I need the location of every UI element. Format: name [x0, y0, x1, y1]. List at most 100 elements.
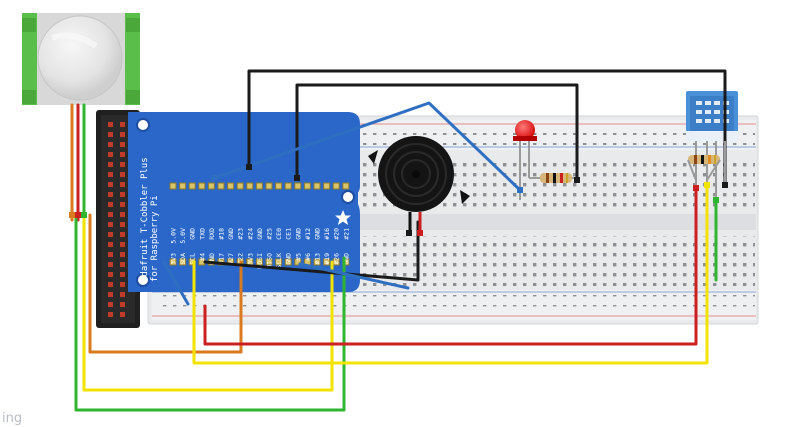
connector-pin [108, 292, 113, 297]
wire-tips [69, 164, 728, 236]
cobbler-pin-top [169, 182, 177, 190]
connector-pin [120, 162, 125, 167]
cobbler-pin-top [303, 182, 311, 190]
pin-label: RXD [208, 228, 216, 240]
connector-pin [108, 252, 113, 257]
cobbler-pin-bottom [179, 258, 187, 266]
dht-sensor [686, 91, 738, 141]
cobbler-pin-bottom [169, 258, 177, 266]
wire-yellow-dht [192, 183, 709, 365]
pin-label: GND [314, 228, 322, 240]
cobbler-pin-top [323, 182, 331, 190]
pin-label: #19 [323, 253, 331, 265]
cobbler-pin-top [246, 182, 254, 190]
pin-label: #6 [304, 253, 312, 261]
pin-label: #4 [198, 253, 206, 261]
cobbler-pin-bottom [265, 258, 273, 266]
connector-pin [108, 122, 113, 127]
connector-pin [120, 152, 125, 157]
cobbler-pin-bottom [275, 258, 283, 266]
cobbler-pin-top [332, 182, 340, 190]
connector-pin [120, 132, 125, 137]
connector-pin [120, 172, 125, 177]
connector-pin [108, 232, 113, 237]
wire-black-dht [247, 69, 727, 187]
cobbler-pin-top [198, 182, 206, 190]
cobbler-pin-top [207, 182, 215, 190]
pin-label: #21 [342, 228, 350, 240]
connector-pin [120, 202, 125, 207]
cobbler-pin-top [179, 182, 187, 190]
wire-red-dht [203, 186, 698, 346]
buzzer [368, 136, 470, 232]
pin-label: #26 [333, 253, 341, 265]
pin-label: 5.0V [179, 228, 187, 244]
pin-label: SCLK [275, 253, 283, 269]
pin-label: GND [285, 253, 293, 265]
cobbler-pin-top [255, 182, 263, 190]
connector-pin [120, 302, 125, 307]
pir-sensor [22, 13, 140, 105]
adafruit-star-icon [335, 210, 351, 225]
connector-pin [108, 302, 113, 307]
wire-blue-buzzer [298, 262, 410, 290]
connector-pin [120, 292, 125, 297]
connector-pin [108, 172, 113, 177]
pin-label: #27 [227, 253, 235, 265]
connector-pin [120, 212, 125, 217]
connector-pin [120, 232, 125, 237]
connector-pin [108, 182, 113, 187]
cobbler-title-line1: Adafruit T-Cobbler Plus [140, 157, 150, 282]
cobbler-pin-top [313, 182, 321, 190]
pin-label: GND [256, 228, 264, 240]
pin-label: #17 [218, 253, 226, 265]
pin-label: GND [208, 253, 216, 265]
connector-pin [108, 282, 113, 287]
cobbler-pin-top [236, 182, 244, 190]
cobbler-pin-top [188, 182, 196, 190]
led [513, 120, 537, 200]
wire-black-buzzer [203, 220, 420, 282]
pin-label: 5.0V [170, 228, 178, 244]
wire-yellow-pir [82, 213, 334, 392]
connector-pin [120, 242, 125, 247]
cobbler-pin-bottom [255, 258, 263, 266]
pin-label: 3V3 [170, 253, 178, 265]
connector-pin [120, 122, 125, 127]
connector-pin [108, 262, 113, 267]
pin-label: #25 [266, 228, 274, 240]
wire-blue-short [162, 260, 190, 306]
pin-label: 3V3 [246, 253, 254, 265]
wires [70, 69, 727, 412]
connector-pin [120, 182, 125, 187]
connector-pin [120, 262, 125, 267]
connector-pin [108, 222, 113, 227]
cobbler-pin-top [227, 182, 235, 190]
watermark-text: ing [2, 411, 23, 426]
connector-pin [120, 282, 125, 287]
pin-label: #16 [323, 228, 331, 240]
t-cobbler-board: Adafruit T-Cobbler Plus for Raspberry Pi… [128, 112, 360, 292]
pin-label: SDA [179, 253, 187, 265]
cobbler-pin-top [294, 182, 302, 190]
connector-pin [120, 222, 125, 227]
connector-pin [108, 152, 113, 157]
pin-label: #20 [333, 228, 341, 240]
connector-pin [108, 212, 113, 217]
cobbler-pin-top [217, 182, 225, 190]
connector-pin [120, 142, 125, 147]
pin-label: GND [342, 253, 350, 265]
connector-pin [108, 142, 113, 147]
cobbler-title-line2: for Raspberry Pi [150, 195, 160, 282]
cobbler-pin-top [342, 182, 350, 190]
pin-label: CE1 [285, 228, 293, 240]
connector-pin [108, 132, 113, 137]
pin-label: GND [227, 228, 235, 240]
pin-label: TXD [198, 228, 206, 240]
pin-label: #23 [237, 228, 245, 240]
wire-orange-pir [88, 213, 243, 354]
pin-label: SCL [189, 253, 197, 265]
connector-pin [108, 162, 113, 167]
connector-pin [108, 202, 113, 207]
